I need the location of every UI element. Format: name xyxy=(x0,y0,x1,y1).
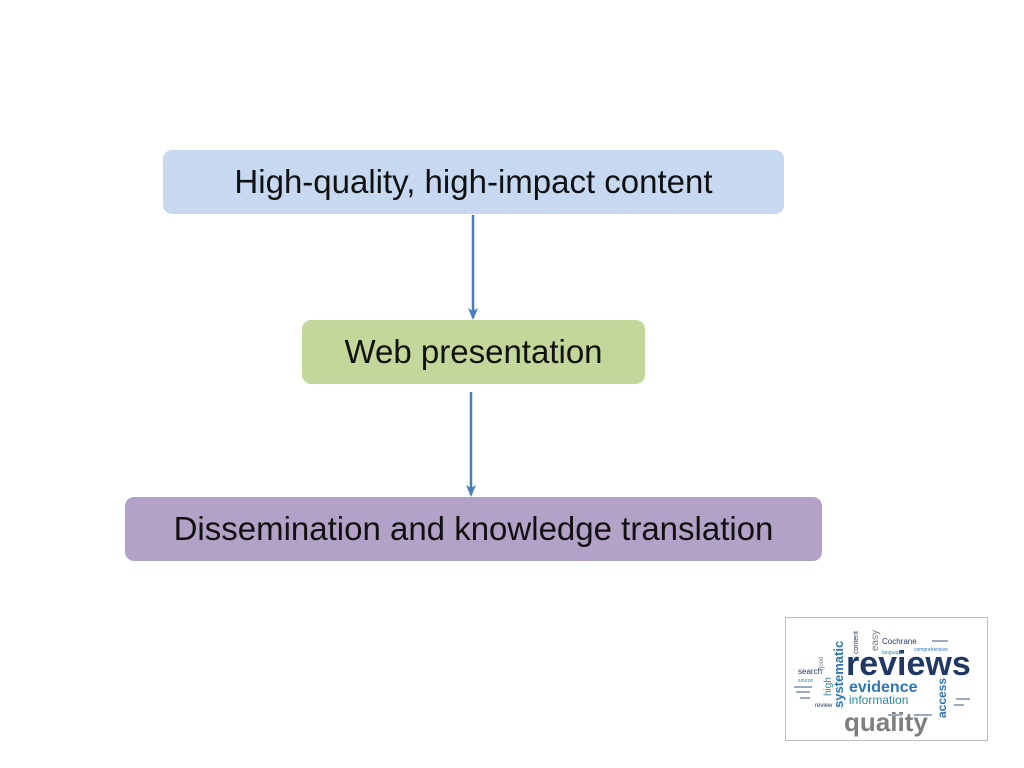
filler-mark xyxy=(796,691,810,693)
node-dissemination: Dissemination and knowledge translation xyxy=(125,497,822,561)
word-good: good xyxy=(819,657,825,670)
filler-mark xyxy=(888,714,902,716)
word-search: search xyxy=(798,667,822,676)
filler-mark xyxy=(800,697,810,699)
node-web-presentation: Web presentation xyxy=(302,320,645,384)
word-review: review xyxy=(815,703,833,709)
filler-mark xyxy=(932,640,948,642)
word-easy: easy xyxy=(870,630,881,651)
filler-mark xyxy=(954,704,964,706)
word-source: source xyxy=(798,678,813,684)
node-top-label: High-quality, high-impact content xyxy=(234,163,713,200)
word-evidence: evidence xyxy=(849,679,918,696)
word-cloud-graphic: reviews evidence information quality sys… xyxy=(794,630,971,737)
word-content: content xyxy=(853,631,860,654)
node-bottom-label: Dissemination and knowledge translation xyxy=(173,510,774,547)
word-high: high xyxy=(823,677,834,696)
word-access: access xyxy=(935,678,949,718)
filler-mark xyxy=(956,698,970,700)
word-language: language xyxy=(882,650,903,656)
node-high-quality-content: High-quality, high-impact content xyxy=(163,150,784,214)
word-cochrane: Cochrane xyxy=(882,637,917,646)
word-cloud-filler-marks xyxy=(794,640,970,716)
word-quality: quality xyxy=(844,707,928,737)
filler-mark xyxy=(914,714,932,716)
word-comprehensive: comprehensive xyxy=(914,647,948,653)
word-systematic: systematic xyxy=(831,641,846,708)
word-reviews: reviews xyxy=(846,645,971,683)
node-mid-label: Web presentation xyxy=(344,333,603,370)
word-information: information xyxy=(849,693,908,707)
word-cloud-image: reviews evidence information quality sys… xyxy=(785,617,988,741)
filler-mark xyxy=(794,686,812,688)
